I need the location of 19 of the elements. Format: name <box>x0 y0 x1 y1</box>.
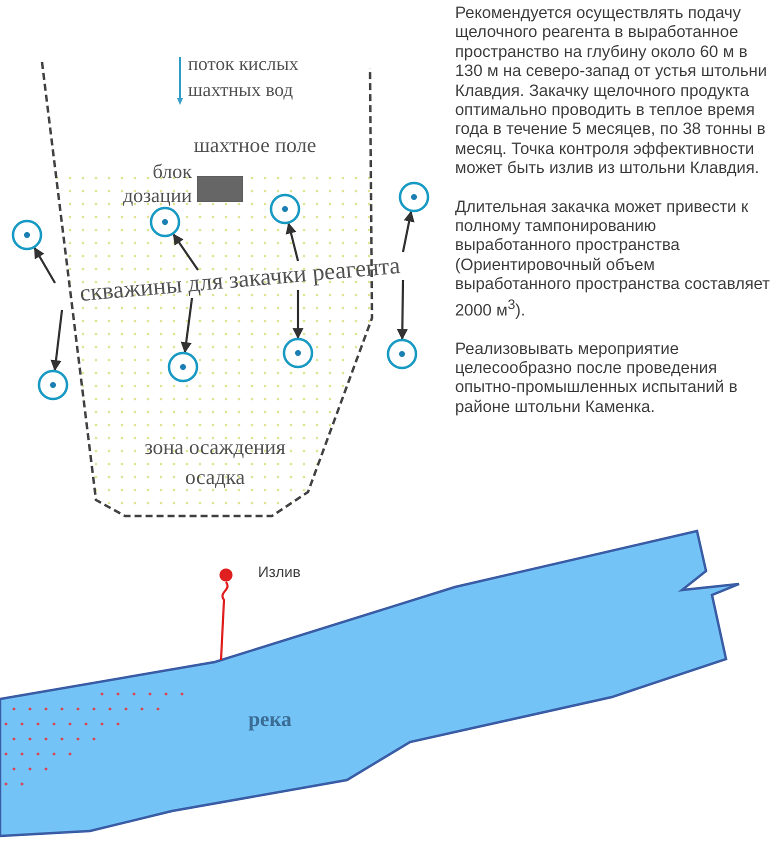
field-name: шахтное поле <box>192 132 318 158</box>
note-paragraph: Реализовывать мероприятие целесообразно после проведения опытно-промышленных испытаний в районе штольни Каменка. <box>455 340 738 418</box>
leader-arrow <box>34 247 56 284</box>
note-paragraph: Рекомендуется осуществлять подачу щелочного реагента в выработанное пространство на глубину около 60 м в 130 м на северо-запад от устья штольни Клавдия. Закачку щелочного продукта оптимально проводить в теплое время года в течение 5 месяцев, по 38 тонны в месяц. Точка контроля эффективности может быть излив из штольни Клавдия. <box>455 4 768 179</box>
block-label: блок дозации <box>122 160 192 208</box>
leader-arrow <box>292 290 304 340</box>
leader-arrow <box>50 310 64 372</box>
leader-arrow <box>396 280 408 340</box>
leader-arrow <box>172 234 199 271</box>
wells-label: скважины для закачки реагента <box>44 249 436 311</box>
leader-arrow <box>180 298 194 354</box>
flow-label: поток кислых шахтных вод <box>188 53 300 103</box>
zone-label: зона осаждения осадка <box>143 434 287 491</box>
river-name: река <box>247 706 293 732</box>
outlet-label: Излив <box>258 564 301 581</box>
connector-line <box>220 581 229 660</box>
note-paragraph: Длительная закачка может привести к полному тампонированию выработанного пространства (Ориентировочный объем выработанного пространства составляет 2000 м$^{3}$). <box>455 198 771 321</box>
leader-arrow <box>286 222 300 262</box>
leader-arrow <box>402 210 415 252</box>
